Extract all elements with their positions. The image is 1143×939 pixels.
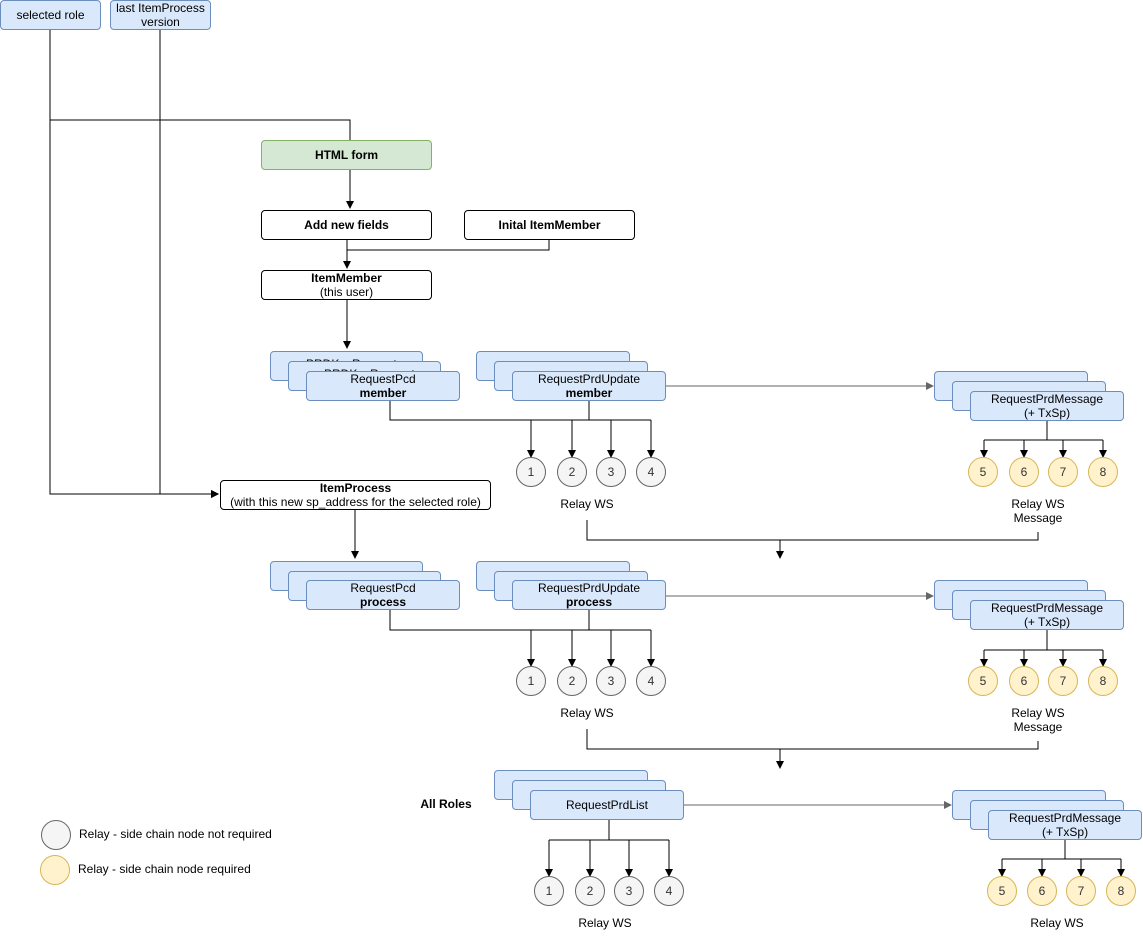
request-prd-message-process-sub: (+ TxSp) (1023, 615, 1071, 629)
request-prd-list: RequestPrdList (530, 790, 684, 820)
relay-ws-label: Relay WS (560, 706, 614, 720)
relay-msg-node-7: 7 (1048, 666, 1078, 696)
relay-msg-node-6: 6 (1027, 876, 1057, 906)
relay-msg-node-5: 5 (968, 457, 998, 487)
relay-ws-message-label: Relay WS Message (988, 706, 1088, 734)
add-new-fields-label: Add new fields (304, 218, 389, 232)
relay-node-4: 4 (636, 666, 666, 696)
relay-node-2: 2 (575, 876, 605, 906)
request-prd-update-process-sub: process (565, 595, 613, 609)
request-prd-update-process-title: RequestPrdUpdate (537, 581, 641, 595)
last-process-label-2: version (141, 15, 180, 29)
relay-node-1: 1 (534, 876, 564, 906)
request-pcd-process: RequestPcd process (306, 580, 460, 610)
relay-ws-message-label: Relay WS Message (988, 497, 1088, 525)
relay-ws-label: Relay WS (560, 497, 614, 511)
last-process-label-1: last ItemProcess (116, 1, 205, 15)
selected-role-box: selected role (0, 0, 101, 30)
relay-node-1: 1 (516, 666, 546, 696)
item-process-title: ItemProcess (319, 481, 392, 495)
inital-member-box: Inital ItemMember (464, 210, 635, 240)
legend-required-label: Relay - side chain node required (78, 862, 251, 876)
relay-node-2: 2 (557, 457, 587, 487)
legend-yellow-node-icon (40, 855, 70, 885)
relay-msg-node-7: 7 (1048, 457, 1078, 487)
relay-ws-message-line-1: Relay WS (1011, 497, 1065, 511)
legend-grey-node-icon (41, 820, 71, 850)
relay-node-4: 4 (654, 876, 684, 906)
relay-msg-node-8: 8 (1106, 876, 1136, 906)
request-prd-message-roles-title: RequestPrdMessage (1008, 811, 1122, 825)
relay-ws-message-line-2: Message (1013, 511, 1063, 525)
request-prd-message-member: RequestPrdMessage (+ TxSp) (970, 391, 1124, 421)
request-prd-message-member-sub: (+ TxSp) (1023, 406, 1071, 420)
request-prd-message-roles: RequestPrdMessage (+ TxSp) (988, 810, 1142, 840)
request-prd-list-title: RequestPrdList (565, 798, 649, 812)
request-pcd-process-sub: process (359, 595, 407, 609)
html-form-label: HTML form (314, 148, 379, 162)
request-prd-update-member-title: RequestPrdUpdate (537, 372, 641, 386)
relay-msg-node-5: 5 (987, 876, 1017, 906)
request-prd-message-process-title: RequestPrdMessage (990, 601, 1104, 615)
relay-ws-label: Relay WS (578, 916, 632, 930)
relay-node-4: 4 (636, 457, 666, 487)
relay-msg-node-8: 8 (1088, 457, 1118, 487)
relay-msg-node-6: 6 (1009, 666, 1039, 696)
request-pcd-member-sub: member (359, 386, 407, 400)
item-member-subtitle: (this user) (319, 285, 374, 299)
relay-node-2: 2 (557, 666, 587, 696)
request-prd-message-process: RequestPrdMessage (+ TxSp) (970, 600, 1124, 630)
inital-member-label: Inital ItemMember (498, 218, 601, 232)
relay-node-3: 3 (596, 666, 626, 696)
request-prd-update-process: RequestPrdUpdate process (512, 580, 666, 610)
relay-node-3: 3 (614, 876, 644, 906)
relay-ws-message-line-1: Relay WS (1011, 706, 1065, 720)
relay-msg-node-6: 6 (1009, 457, 1039, 487)
selected-role-label: selected role (16, 8, 85, 22)
relay-node-3: 3 (596, 457, 626, 487)
relay-msg-node-8: 8 (1088, 666, 1118, 696)
request-prd-update-member-sub: member (565, 386, 613, 400)
request-prd-update-member: RequestPrdUpdate member (512, 371, 666, 401)
all-roles-label: All Roles (420, 797, 472, 811)
request-prd-message-member-title: RequestPrdMessage (990, 392, 1104, 406)
html-form-box: HTML form (261, 140, 432, 170)
legend-not-required-label: Relay - side chain node not required (79, 827, 272, 841)
request-prd-message-roles-sub: (+ TxSp) (1041, 825, 1089, 839)
last-process-version-box: last ItemProcess version (110, 0, 211, 30)
item-member-box: ItemMember (this user) (261, 270, 432, 300)
relay-node-1: 1 (516, 457, 546, 487)
request-pcd-process-title: RequestPcd (350, 581, 416, 595)
relay-ws-message-line-2: Message (1013, 720, 1063, 734)
add-new-fields-box: Add new fields (261, 210, 432, 240)
request-pcd-member: RequestPcd member (306, 371, 460, 401)
item-process-box: ItemProcess (with this new sp_address fo… (220, 480, 491, 510)
item-member-title: ItemMember (311, 271, 382, 285)
item-process-subtitle: (with this new sp_address for the select… (230, 495, 481, 509)
request-pcd-member-title: RequestPcd (350, 372, 416, 386)
relay-msg-node-7: 7 (1066, 876, 1096, 906)
relay-msg-node-5: 5 (968, 666, 998, 696)
relay-ws-message-label: Relay WS (1030, 916, 1084, 930)
